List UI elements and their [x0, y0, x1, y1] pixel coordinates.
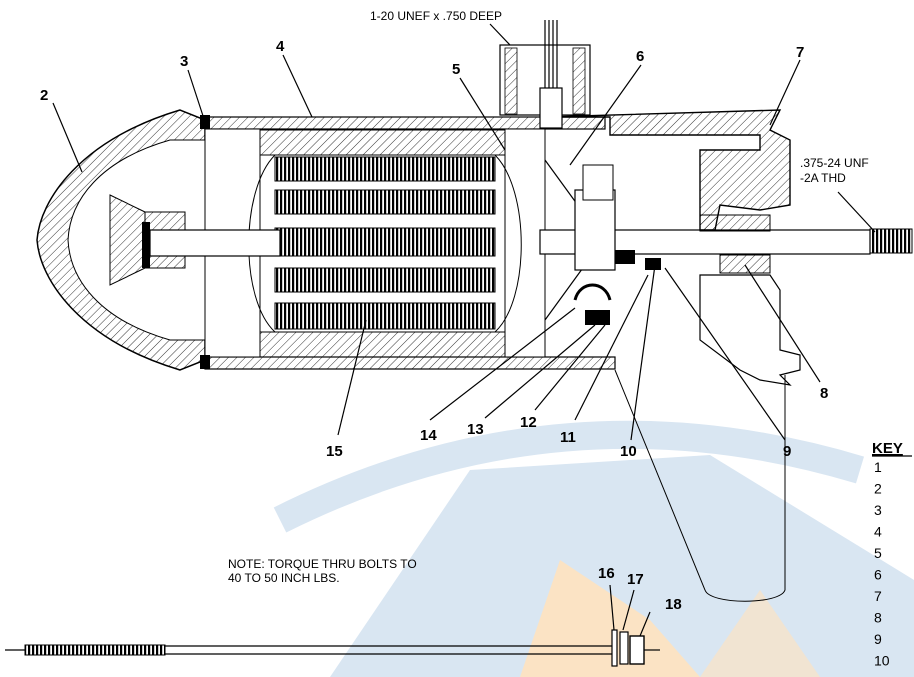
top-thread-spec: 1-20 UNEF x .750 DEEP	[370, 9, 502, 23]
callout-11: 11	[560, 429, 576, 446]
leader-lines	[52, 23, 876, 637]
leader-5	[459, 77, 506, 151]
callout-13: 13	[467, 421, 484, 438]
leader-3	[187, 69, 206, 123]
torque-note-line1: NOTE: TORQUE THRU BOLTS TO	[228, 557, 417, 571]
leader-17	[622, 589, 635, 631]
leader-14	[429, 307, 576, 421]
callout-3: 3	[180, 53, 188, 70]
leader-4	[282, 54, 313, 118]
background-watermark	[273, 420, 914, 677]
leader-13	[484, 324, 596, 419]
connector-fitting	[499, 20, 591, 129]
key-item: 4	[874, 524, 882, 540]
key-item: 10	[874, 653, 890, 669]
key-item-list: 1 2 3 4 5 6 7 8 9 10	[874, 459, 890, 669]
callout-18: 18	[665, 596, 682, 613]
callout-14: 14	[420, 427, 437, 444]
leader-top-thread	[489, 23, 511, 46]
callout-4: 4	[276, 38, 285, 55]
leader-15	[337, 319, 367, 436]
key-item: 1	[874, 459, 882, 475]
callout-5: 5	[452, 61, 460, 78]
key-item: 7	[874, 588, 882, 604]
nose-cone	[36, 109, 206, 371]
key-header: KEY	[872, 440, 903, 457]
key-item: 5	[874, 545, 882, 561]
key-item: 8	[874, 610, 882, 626]
leader-9	[664, 267, 786, 441]
watermark-orange	[520, 560, 700, 677]
leader-8	[744, 264, 821, 383]
leader-16	[609, 584, 615, 631]
shaft-thread-spec-line1: .375-24 UNF	[800, 156, 869, 170]
brush-assembly	[573, 164, 661, 325]
callout-2: 2	[40, 87, 48, 104]
callout-16: 16	[598, 565, 615, 582]
end-bell	[544, 109, 801, 386]
watermark-arc-outline	[273, 420, 865, 533]
callout-6: 6	[636, 48, 644, 65]
callout-8: 8	[820, 385, 828, 402]
leader-shaft-thread	[837, 191, 876, 233]
watermark-orange-2	[700, 590, 820, 677]
key-item: 3	[874, 502, 882, 518]
key-item: 6	[874, 567, 882, 583]
leader-12	[534, 324, 606, 411]
leader-18	[639, 611, 651, 637]
callout-7: 7	[796, 44, 804, 61]
callout-15: 15	[326, 443, 343, 460]
torque-note-line2: 40 TO 50 INCH LBS.	[228, 571, 340, 585]
key-item: 2	[874, 481, 882, 497]
leader-7	[769, 59, 801, 126]
callout-9: 9	[783, 443, 791, 460]
leader-2	[52, 102, 83, 173]
stator-assembly	[248, 129, 522, 358]
parts-key: KEY 1 2 3 4 5 6 7 8 9 10	[872, 440, 912, 669]
callout-10: 10	[620, 443, 637, 460]
thru-bolt	[5, 369, 786, 667]
leader-10	[630, 264, 656, 441]
callout-12: 12	[520, 414, 537, 431]
leader-6	[569, 64, 642, 166]
leader-11	[574, 274, 649, 421]
callout-17: 17	[627, 571, 644, 588]
shaft-thread-spec-line2: -2A THD	[800, 171, 846, 185]
key-item: 9	[874, 631, 882, 647]
